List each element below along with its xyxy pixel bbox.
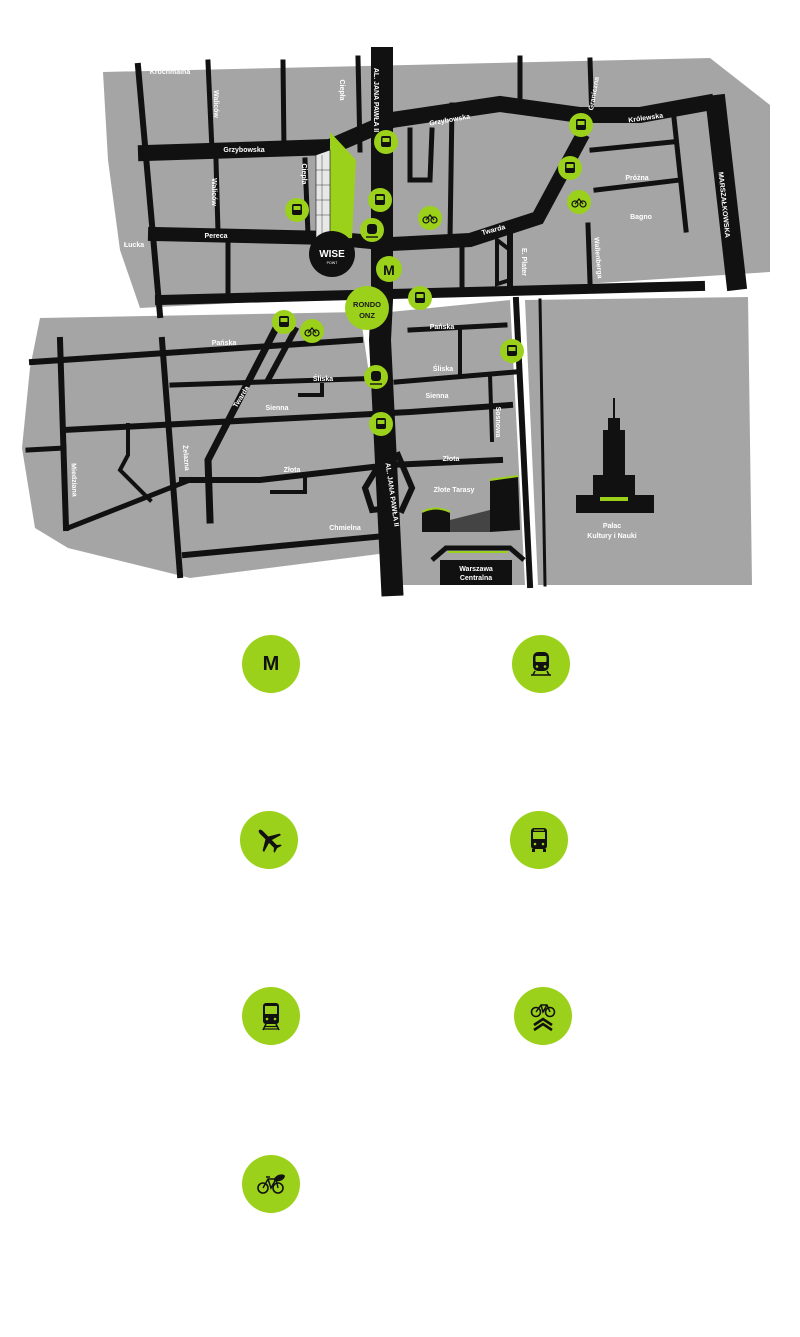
street-label: Żelazna — [181, 445, 191, 471]
street-label: Krochmalna — [150, 69, 191, 76]
street-label: Bagno — [630, 214, 652, 221]
bus-stop-icon — [558, 156, 582, 180]
street-label: Królewska — [628, 113, 664, 125]
street-label: Próżna — [625, 175, 648, 182]
warszawa-centralna-label-1: Warszawa — [459, 566, 493, 573]
street-label: Sienna — [426, 393, 449, 400]
transit-markers — [272, 113, 593, 436]
street-label: Grzybowska — [223, 147, 264, 154]
street-label: Waliców — [212, 90, 219, 118]
area-map: WISE POINT RONDO ONZ M Złote Tarasy — [22, 47, 770, 597]
zlote-tarasy-label: Złote Tarasy — [434, 487, 475, 494]
tram-icon — [242, 987, 300, 1045]
street-label: Pereca — [205, 233, 228, 240]
city-bike-icon — [242, 1155, 300, 1213]
street-label: Śliska — [313, 374, 333, 383]
rondo-label-2: ONZ — [359, 311, 375, 320]
street-label: Łucka — [124, 242, 144, 249]
street-label: Złota — [284, 467, 301, 474]
street-label: Chmielna — [329, 525, 361, 532]
bus-stop-icon — [272, 310, 296, 334]
zlote-tarasy: Złote Tarasy — [421, 475, 520, 532]
tram-stop-icon — [360, 218, 384, 242]
tram-stop-icon — [364, 365, 388, 389]
street-label: Śliska — [433, 364, 453, 373]
street-label: Wallenberga — [592, 237, 603, 279]
street-label: Miedziana — [69, 463, 77, 497]
bus-stop-icon — [569, 113, 593, 137]
street-label: Sosnowa — [494, 407, 501, 438]
train-icon — [512, 635, 570, 693]
bus-stop-icon — [408, 286, 432, 310]
street-label: Waliców — [210, 178, 217, 206]
street-label: Sienna — [266, 405, 289, 412]
airplane-icon — [240, 811, 298, 869]
bike-station-icon — [418, 206, 442, 230]
warszawa-centralna: Warszawa Centralna — [430, 545, 526, 585]
rondo-onz: RONDO ONZ — [345, 286, 389, 330]
wise-point-tower: WISE POINT — [309, 132, 356, 277]
block-palac — [525, 297, 752, 585]
rondo-label-1: RONDO — [353, 300, 381, 309]
palac-label-2: Kultury i Nauki — [587, 533, 636, 540]
bike-station-icon — [300, 319, 324, 343]
street-label: AL. JANA PAWŁA II — [372, 68, 379, 132]
bike-station-icon — [567, 190, 591, 214]
street-label: Pańska — [212, 340, 237, 347]
bike-path-icon — [514, 987, 572, 1045]
warszawa-centralna-label-2: Centralna — [460, 575, 492, 582]
bus-icon — [510, 811, 568, 869]
bus-stop-icon — [285, 198, 309, 222]
bus-stop-icon — [369, 412, 393, 436]
wise-logo: WISE — [319, 249, 345, 260]
palac-label-1: Pałac — [603, 523, 621, 530]
bus-stop-icon — [368, 188, 392, 212]
metro-marker: M — [376, 256, 402, 282]
bus-stop-icon — [374, 130, 398, 154]
palac-kultury: Pałac Kultury i Nauki — [576, 398, 654, 540]
wise-logo-sub: POINT — [327, 261, 339, 265]
street-label: Ciepła — [300, 163, 307, 184]
street-label: Pańska — [430, 324, 455, 331]
street-label: Złota — [443, 456, 460, 463]
street-label: Ciepła — [338, 79, 345, 100]
bus-stop-icon — [500, 339, 524, 363]
metro-icon: M — [242, 635, 300, 693]
svg-text:M: M — [383, 262, 395, 278]
street-label: E. Plater — [520, 248, 527, 276]
